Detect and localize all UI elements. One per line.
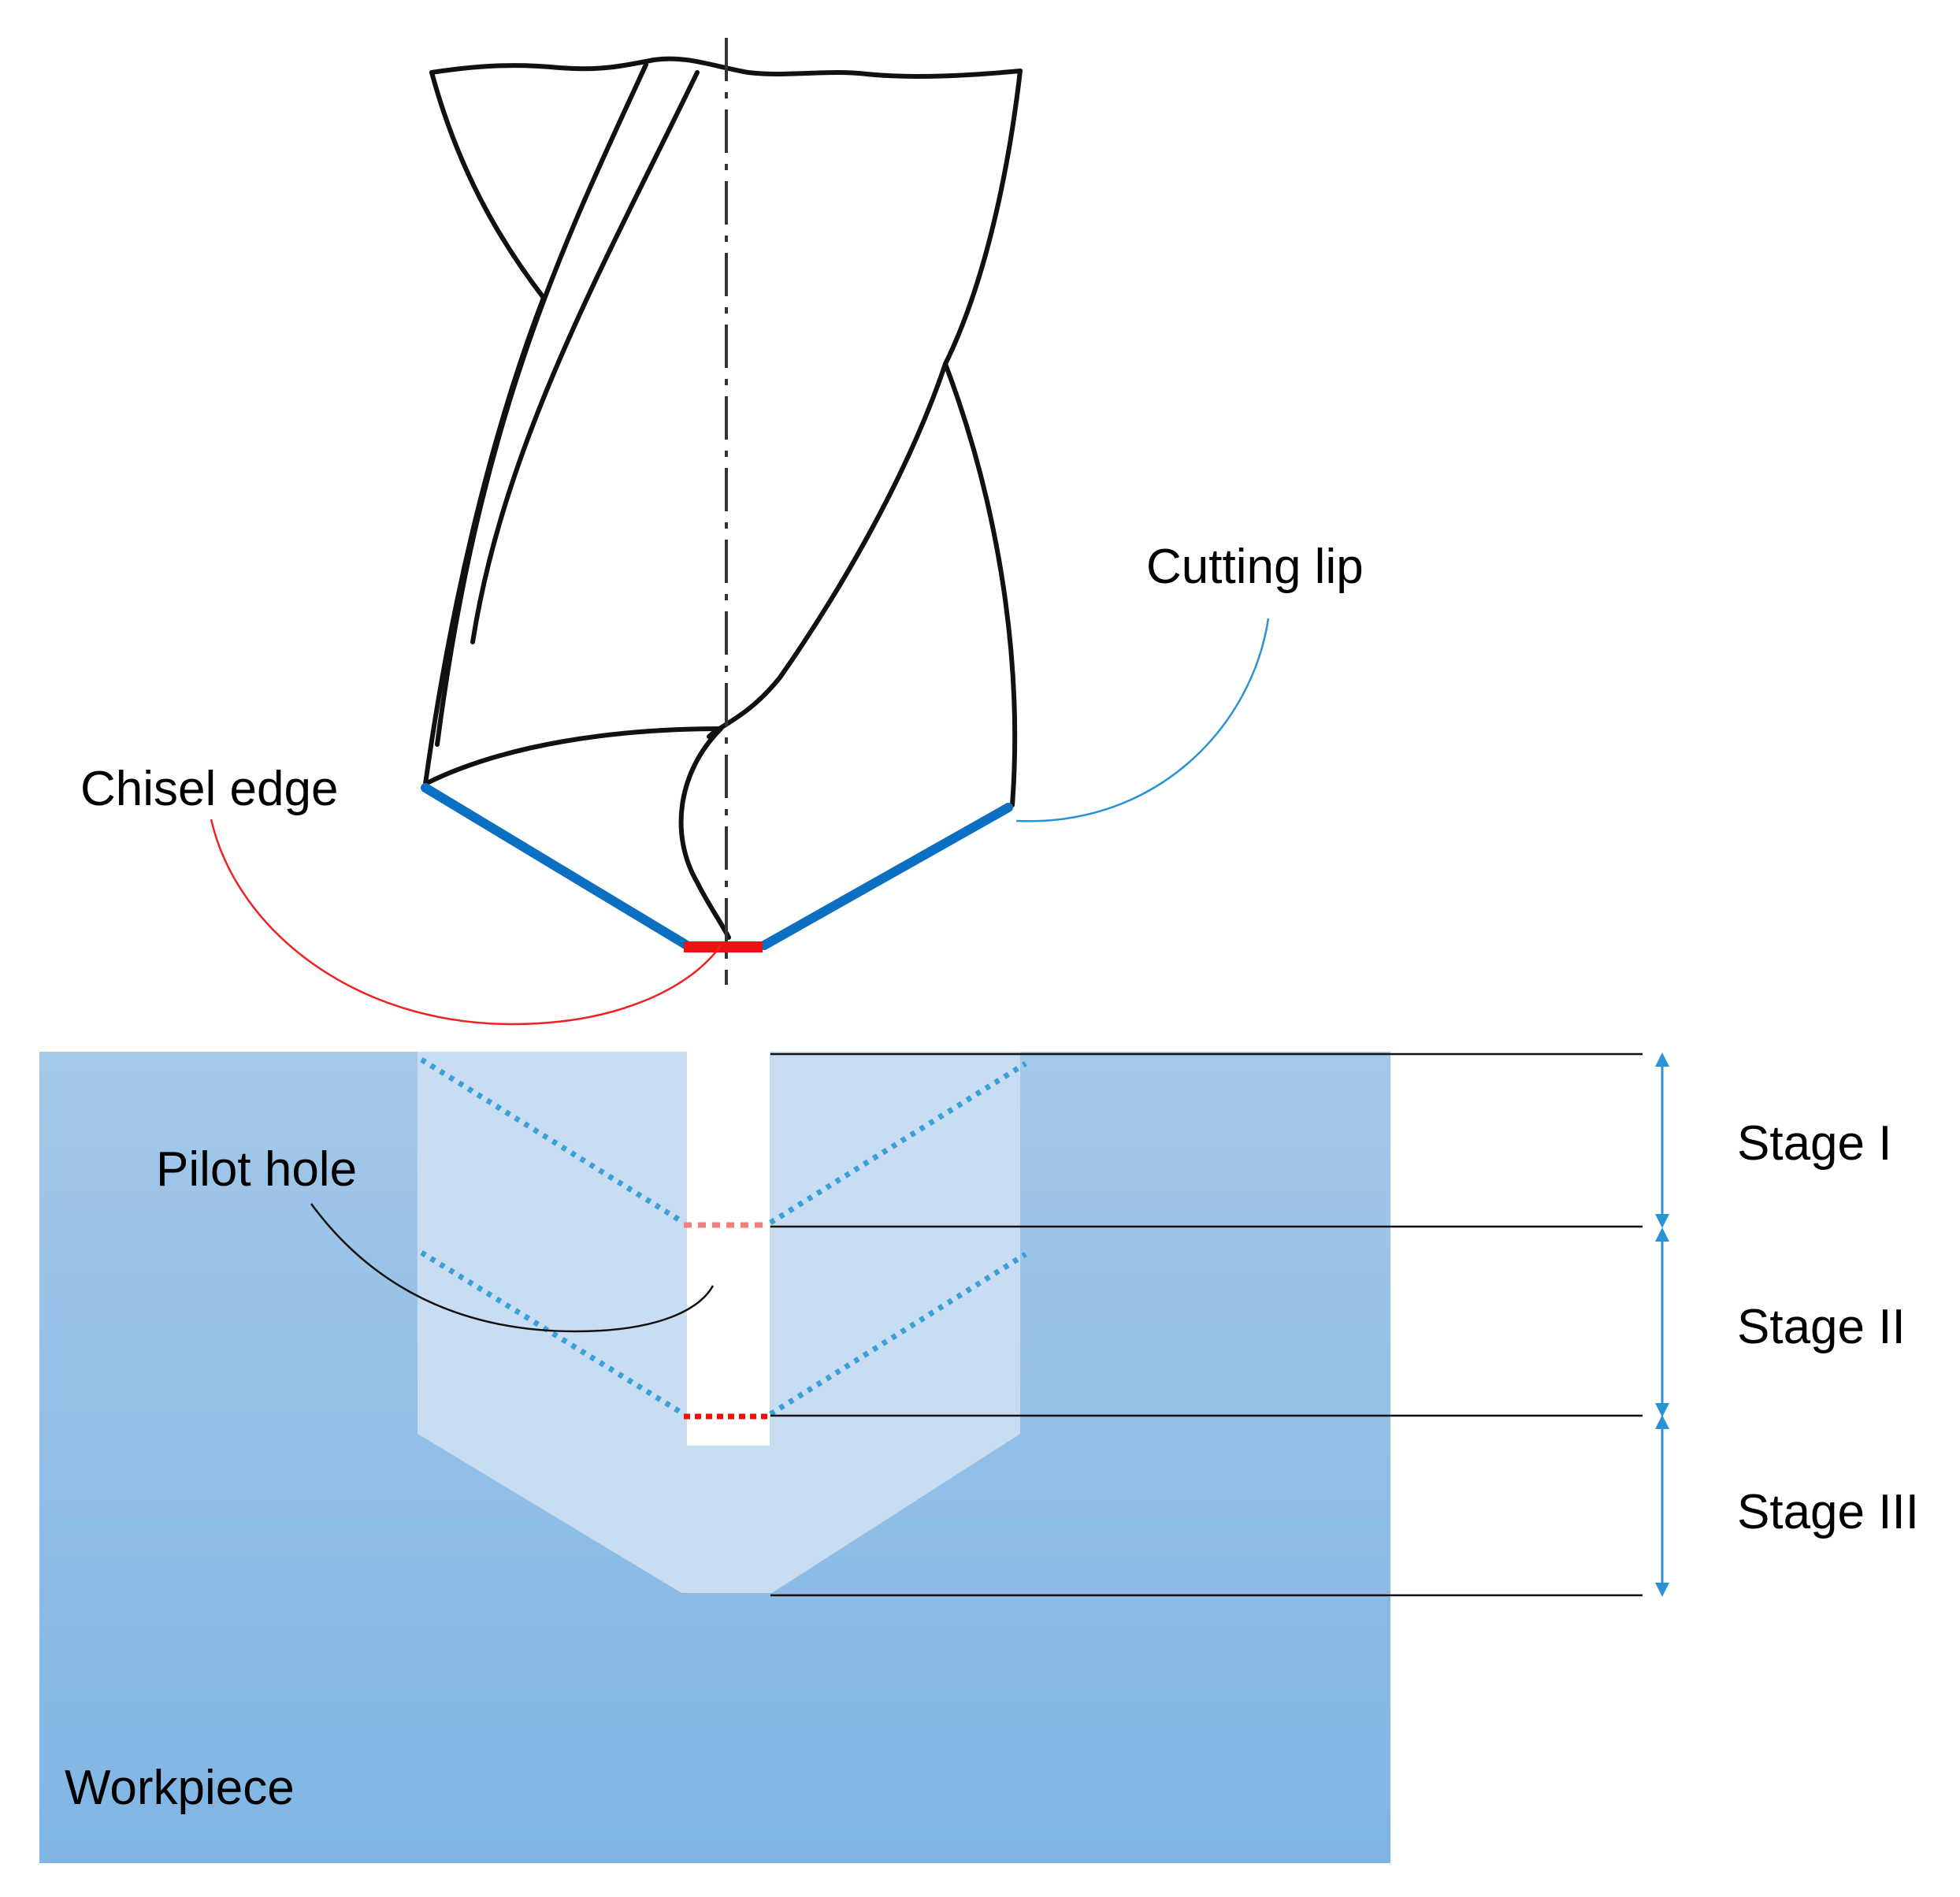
stage-2-label: Stage II [1737, 1300, 1906, 1354]
cutting-lip-leader [1015, 618, 1270, 822]
pilot-hole-leader [310, 1203, 715, 1333]
drill-bit-drawing [423, 38, 1023, 985]
chisel-edge-label: Chisel edge [80, 762, 338, 816]
workpiece-label: Workpiece [65, 1761, 295, 1815]
stage-1-label: Stage I [1737, 1116, 1891, 1171]
chisel-edge-leader [210, 819, 722, 1026]
cutting-lip-right [759, 803, 1013, 950]
stage2-left-lip-dotted [420, 1250, 685, 1416]
cutting-lip-label: Cutting lip [1146, 540, 1364, 594]
pilot-hole-channel [687, 1052, 770, 1446]
cutting-lip-left [421, 783, 692, 950]
stage1-left-lip-dotted [420, 1057, 685, 1225]
pilot-hole-label: Pilot hole [156, 1142, 357, 1197]
stage-3-label: Stage III [1737, 1485, 1919, 1539]
